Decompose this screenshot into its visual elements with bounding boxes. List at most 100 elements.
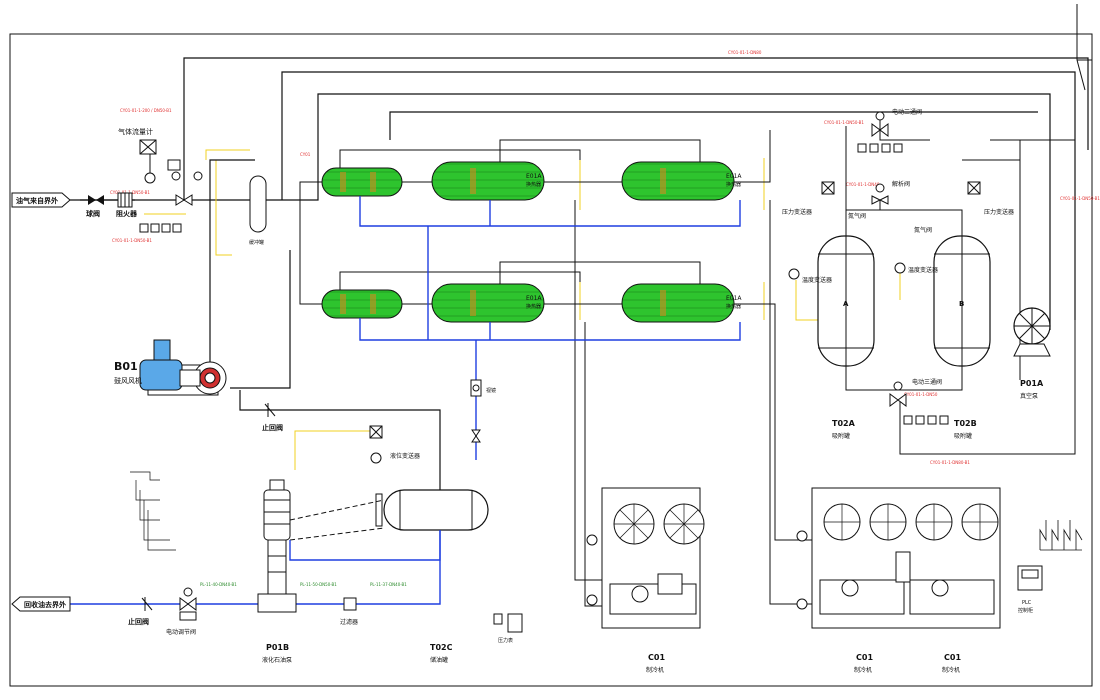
temp-transmitter-1-label: 温度变送器 [802, 276, 832, 284]
check-valve-1[interactable]: 止回阀 [262, 403, 283, 432]
heat-exchanger[interactable]: E01A 换热器 [621, 161, 742, 201]
header-pipes [80, 57, 1089, 330]
level-transmitter-label: 液位变送器 [390, 452, 420, 460]
sight-glass[interactable]: 视镜 [470, 379, 496, 397]
svg-text:CY01-01-1-DN80-B1: CY01-01-1-DN80-B1 [930, 460, 970, 465]
blower-b01[interactable]: B01 鼓风风机 [114, 339, 227, 396]
hx-pipes [299, 130, 812, 607]
control-cabinet[interactable]: PLC 控制柜 [1017, 565, 1043, 614]
heat-exchanger-group: E01A 换热器 E01A 换热器 E01A 换热器 E01A 换热器 [321, 161, 742, 323]
nitrogen-valve-2-label: 氮气阀 [914, 226, 932, 234]
liquid-line [239, 390, 441, 490]
hx-tag: E01A [526, 295, 542, 302]
adsorber-a-label: 吸附罐 [832, 432, 850, 440]
three-way-valve-2-label: 电动三通阀 [912, 378, 942, 386]
hx-tag: E01A [726, 173, 742, 180]
storage-tank-t02c[interactable]: T02C 储油罐 [375, 489, 489, 664]
three-way-valve-top[interactable]: 电动三通阀 [871, 108, 922, 137]
blue-valve[interactable] [471, 429, 481, 443]
instrument-boxes-adsorber [857, 143, 949, 425]
check-valve-1-label: 止回阀 [262, 423, 283, 432]
tank-c-label: 储油罐 [430, 656, 448, 664]
cond2-tag: C01 [856, 653, 873, 662]
signal-lines [205, 149, 1001, 600]
buffer-tank: 缓冲罐 [249, 175, 267, 246]
gas-flowmeter[interactable]: 气体流量计 [118, 127, 157, 184]
three-way-valve-bottom[interactable]: 电动三通阀 [889, 378, 942, 407]
cond3-label: 制冷机 [942, 666, 960, 674]
pump-tag: P01B [266, 643, 289, 652]
solenoid-valve-label: 解析阀 [892, 180, 910, 188]
instrument-boxes [139, 223, 182, 233]
three-way-valve-1-label: 电动三通阀 [892, 108, 922, 116]
adsorber-a[interactable]: A T02A 吸附罐 [817, 230, 875, 440]
vacuum-pump-tag: P01A [1020, 379, 1044, 388]
adsorber-b-label: 吸附罐 [954, 432, 972, 440]
adsorber-b-mark: B [959, 300, 964, 308]
cond1-label: 制冷机 [646, 666, 664, 674]
gauge-box[interactable]: 压力表 [493, 613, 523, 644]
hx-name: 换热器 [726, 303, 741, 310]
heat-exchanger[interactable] [321, 289, 403, 319]
heat-exchanger[interactable]: E01A 换热器 [431, 283, 545, 323]
svg-text:CY01-01-1-DN50: CY01-01-1-DN50 [904, 392, 938, 397]
pressure-transmitter-1-label: 压力变送器 [782, 208, 812, 216]
electric-valve[interactable]: 电动调节阀 [166, 587, 197, 636]
inlet-control-valve[interactable] [167, 159, 203, 206]
electric-valve-label: 电动调节阀 [166, 628, 196, 636]
hx-tag: E01A [526, 173, 542, 180]
hx-tag: E01A [726, 295, 742, 302]
svg-text:CY01-01-1-DN50-B1: CY01-01-1-DN50-B1 [1060, 196, 1100, 201]
blower-label: 鼓风风机 [114, 376, 142, 385]
svg-text:PL-11-37-DN40-B1: PL-11-37-DN40-B1 [370, 582, 407, 587]
pressure-gauges: 压力变送器 压力变送器 氮气阀 氮气阀 温度变送器 温度变送器 [782, 181, 1014, 284]
refrigeration-unit-1[interactable]: C01 制冷机 [601, 487, 705, 674]
filter[interactable]: 过滤器 [340, 597, 358, 626]
cond1-tag: C01 [648, 653, 665, 662]
vacuum-pump[interactable]: P01A 真空泵 [1013, 307, 1051, 400]
level-transmitter[interactable]: 液位变送器 [369, 425, 420, 464]
pump-label: 液化石油泵 [262, 656, 292, 664]
cond2-label: 制冷机 [854, 666, 872, 674]
pressure-transmitter-2-label: 压力变送器 [984, 208, 1014, 216]
heat-exchanger[interactable]: E01A 换热器 [621, 283, 742, 323]
heat-exchanger[interactable] [321, 167, 403, 197]
annotation-stack [130, 471, 176, 551]
adsorber-b[interactable]: B T02B 吸附罐 [933, 230, 991, 440]
svg-text:PL-11-40-DN40-B1: PL-11-40-DN40-B1 [200, 582, 237, 587]
flame-arrester[interactable]: 阻火器 [116, 192, 138, 218]
gas-flowmeter-label: 气体流量计 [118, 127, 153, 136]
buffer-tank-label: 缓冲罐 [249, 239, 264, 246]
svg-text:CY01-01-1-200 / DN50-B1: CY01-01-1-200 / DN50-B1 [120, 108, 172, 113]
blower-tag: B01 [114, 360, 138, 373]
svg-text:PL-11-50-DN50-B1: PL-11-50-DN50-B1 [300, 582, 337, 587]
solenoid-valve[interactable]: 解析阀 [871, 180, 910, 205]
hx-name: 换热器 [526, 181, 541, 188]
refrigeration-unit-2[interactable]: C01 制冷机 C01 制冷机 [811, 487, 1001, 674]
adsorber-b-tag: T02B [954, 419, 977, 428]
check-valve-2-label: 止回阀 [128, 617, 149, 626]
ball-valve-label: 球阀 [86, 209, 100, 218]
adsorber-a-tag: T02A [832, 419, 856, 428]
svg-text:CY01-01-1-DN50-B1: CY01-01-1-DN50-B1 [112, 238, 152, 243]
plc-label: PLC [1022, 600, 1032, 606]
filter-label: 过滤器 [340, 618, 358, 626]
pump-p01b[interactable]: P01B 液化石油泵 [257, 479, 297, 664]
svg-text:CY01-01-1-DN80: CY01-01-1-DN80 [728, 50, 762, 55]
adsorber-pipes [845, 120, 1076, 455]
oil-gas-inlet-arrow: 油气来自界外 [11, 192, 71, 208]
heat-exchanger[interactable]: E01A 换热器 [431, 161, 545, 201]
cond3-tag: C01 [944, 653, 961, 662]
svg-text:CY01-01-1-DN40: CY01-01-1-DN40 [846, 182, 880, 187]
return-outlet-arrow: 回收油去界外 [11, 596, 71, 612]
nitrogen-valve-1-label: 氮气阀 [848, 212, 866, 220]
sight-glass-label: 视镜 [486, 387, 496, 394]
check-valve-2[interactable]: 止回阀 [128, 597, 153, 626]
flame-arrester-label: 阻火器 [116, 209, 138, 218]
adsorber-a-mark: A [843, 300, 849, 308]
vacuum-pump-label: 真空泵 [1020, 392, 1038, 400]
gauge-box-label: 压力表 [498, 637, 513, 644]
hx-name: 换热器 [526, 303, 541, 310]
tank-c-tag: T02C [430, 643, 453, 652]
